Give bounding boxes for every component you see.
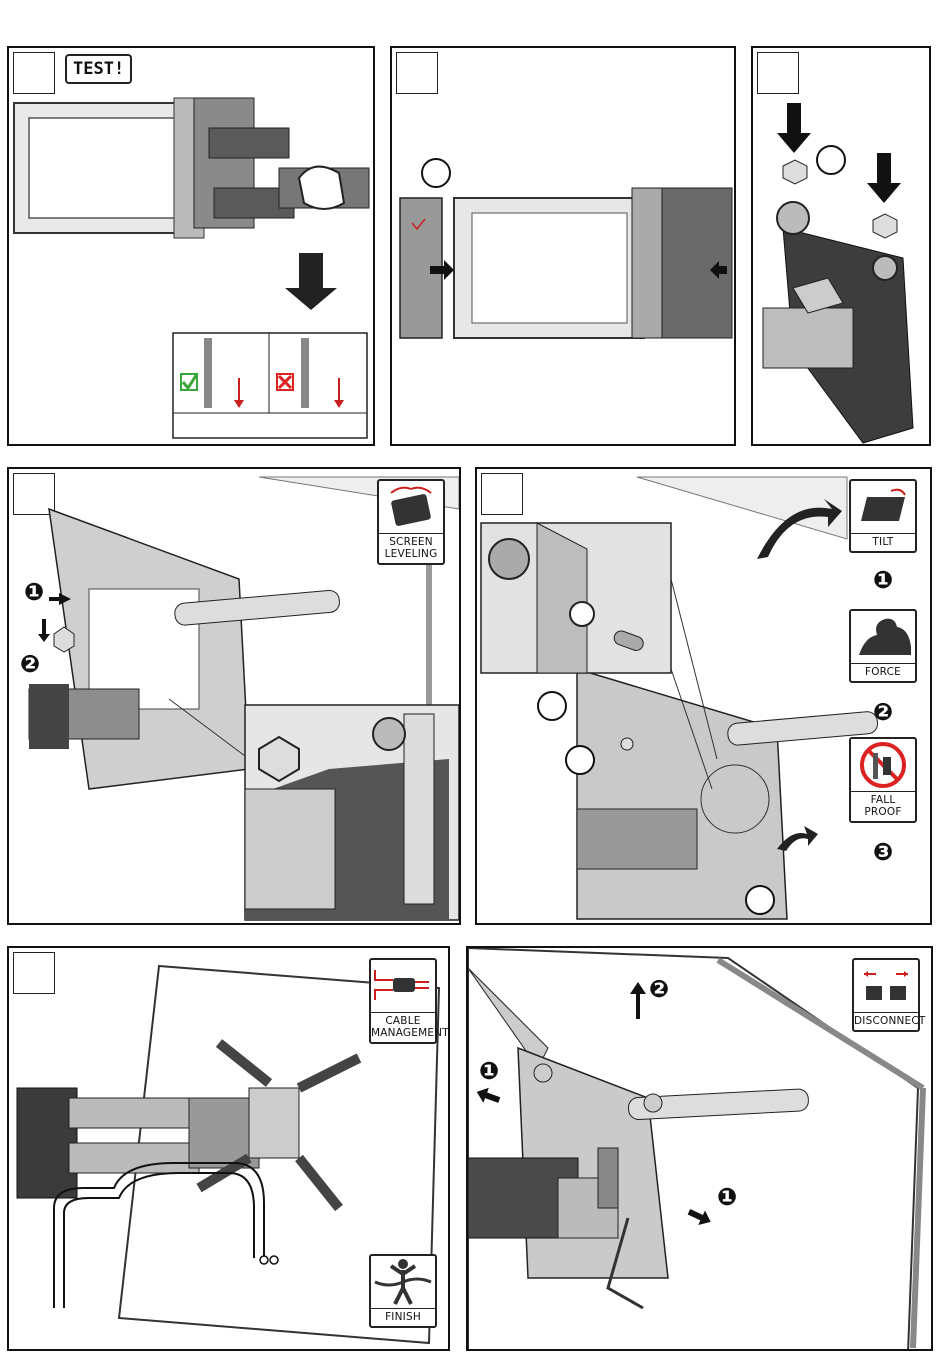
screen-rotate-icon — [379, 481, 443, 534]
step-panel-2 — [390, 46, 736, 446]
badge-label: FORCE — [851, 664, 915, 681]
bracket-assembly-illustration — [392, 48, 736, 446]
tilt-badge: TILT — [849, 479, 917, 553]
nut-fastening-illustration — [753, 48, 931, 446]
force-badge: FORCE — [849, 609, 917, 683]
step-marker-1: ❶ — [872, 569, 894, 591]
muscle-arm-icon — [851, 611, 915, 664]
step-panel-7: ❷ ❶ ❶ DISCONNECT — [466, 946, 933, 1351]
step-marker-2: ❷ — [19, 653, 41, 675]
badge-label: CABLE MANAGEMENT — [371, 1013, 435, 1042]
step-panel-1: TEST! — [7, 46, 375, 446]
finish-badge: FINISH — [369, 1254, 437, 1328]
step-panel-4: ❶ ❷ SCREEN LEVELING — [7, 467, 461, 925]
fall-proof-badge: FALL PROOF — [849, 737, 917, 823]
callout-circle — [565, 745, 595, 775]
callout-circle — [745, 885, 775, 915]
finish-runner-icon — [371, 1256, 435, 1309]
step-marker-right: ❶ — [716, 1186, 738, 1208]
step-panel-3 — [751, 46, 931, 446]
cable-management-badge: CABLE MANAGEMENT — [369, 958, 437, 1044]
step-marker-1: ❶ — [23, 581, 45, 603]
disconnect-icon — [854, 960, 918, 1013]
screen-leveling-badge: SCREEN LEVELING — [377, 479, 445, 565]
badge-label: SCREEN LEVELING — [379, 534, 443, 563]
badge-label: DISCONNECT — [854, 1013, 918, 1030]
badge-label: FALL PROOF — [851, 792, 915, 821]
step-panel-5: TILT ❶ FORCE ❷ FALL PROOF ❸ — [475, 467, 932, 925]
cable-icon — [371, 960, 435, 1013]
step-marker-up: ❷ — [648, 978, 670, 1000]
step-marker-3: ❸ — [872, 841, 894, 863]
step-panel-6: CABLE MANAGEMENT FINISH — [7, 946, 450, 1351]
step-marker-left: ❶ — [478, 1060, 500, 1082]
step-marker-2: ❷ — [872, 701, 894, 723]
badge-label: TILT — [851, 534, 915, 551]
tilt-icon — [851, 481, 915, 534]
callout-circle — [537, 691, 567, 721]
disconnect-badge: DISCONNECT — [852, 958, 920, 1032]
badge-label: FINISH — [371, 1309, 435, 1326]
mount-test-illustration — [9, 48, 375, 446]
no-fall-icon — [851, 739, 915, 792]
